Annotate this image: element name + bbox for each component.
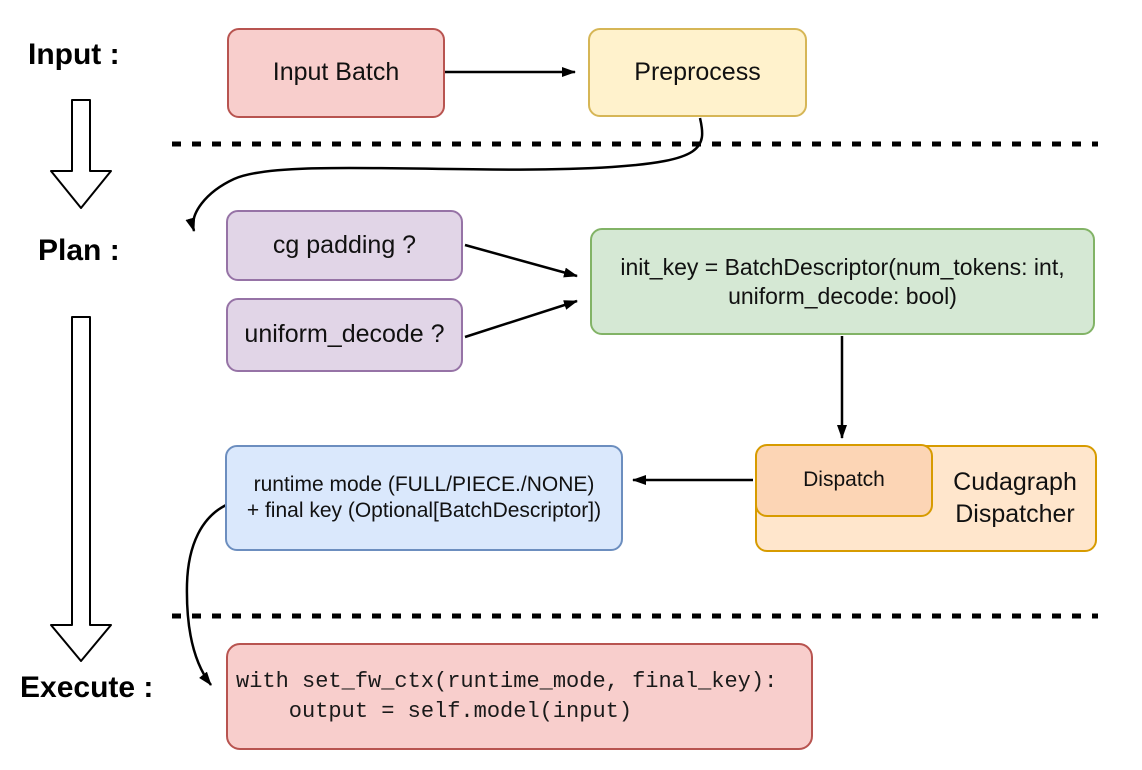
stage-label-execute: Execute : bbox=[20, 671, 154, 704]
node-runtime-line1: runtime mode (FULL/PIECE./NONE) bbox=[253, 472, 595, 496]
node-init-key: init_key = BatchDescriptor(num_tokens: i… bbox=[590, 228, 1095, 335]
down-arrow-icon-plan-to-execute bbox=[50, 316, 112, 662]
code-line-1: with set_fw_ctx(runtime_mode, final_key)… bbox=[236, 668, 778, 694]
node-init-key-line1: init_key = BatchDescriptor(num_tokens: i… bbox=[620, 253, 1065, 280]
node-cudagraph-line1: Cudagraph bbox=[953, 468, 1077, 497]
arrow-runtimemode-to-code bbox=[185, 500, 234, 686]
node-dispatch-label: Dispatch bbox=[803, 468, 885, 492]
down-arrow-icon-input-to-plan bbox=[50, 99, 112, 209]
node-cudagraph-line2: Dispatcher bbox=[955, 499, 1075, 528]
arrow-cgpadding-to-initkey bbox=[464, 243, 578, 278]
node-init-key-line2: uniform_decode: bool) bbox=[728, 282, 957, 309]
node-uniform-decode-label: uniform_decode ? bbox=[244, 320, 445, 349]
node-dispatch: Dispatch bbox=[755, 444, 933, 517]
node-uniform-decode: uniform_decode ? bbox=[226, 298, 463, 372]
stage-label-input: Input : bbox=[28, 38, 120, 71]
node-preprocess: Preprocess bbox=[588, 28, 807, 117]
arrow-uniformdecode-to-initkey bbox=[464, 299, 578, 339]
node-input-batch: Input Batch bbox=[227, 28, 445, 118]
node-input-batch-label: Input Batch bbox=[272, 58, 400, 87]
code-line-2: output = self.model(input) bbox=[236, 698, 633, 724]
node-cudagraph-dispatcher-label: Cudagraph Dispatcher bbox=[935, 447, 1095, 550]
stage-label-plan: Plan : bbox=[38, 234, 120, 267]
node-preprocess-label: Preprocess bbox=[634, 57, 761, 86]
node-execute-code: with set_fw_ctx(runtime_mode, final_key)… bbox=[226, 643, 813, 750]
node-runtime-line2: + final key (Optional[BatchDescriptor]) bbox=[246, 499, 602, 522]
node-cg-padding-label: cg padding ? bbox=[272, 230, 417, 259]
node-cg-padding: cg padding ? bbox=[226, 210, 463, 281]
arrow-preprocess-to-cgpadding bbox=[185, 117, 704, 232]
node-runtime-mode: runtime mode (FULL/PIECE./NONE) + final … bbox=[225, 445, 623, 551]
